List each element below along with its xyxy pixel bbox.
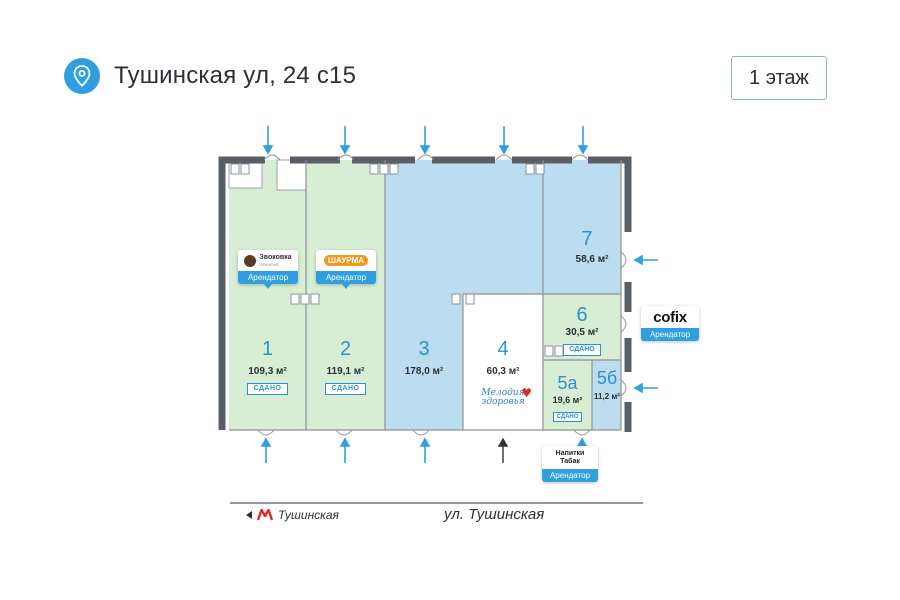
room-3[interactable]: 3 178,0 м²: [385, 338, 463, 377]
room-4-fill[interactable]: [463, 294, 543, 430]
floor-selector-button[interactable]: 1 этаж: [731, 56, 827, 100]
tenant-badge-zvonkovka[interactable]: Звоковка ПЕКАРНЯ Арендатор: [238, 250, 298, 284]
room-area: 58,6 м²: [575, 254, 609, 265]
tenant-logo-text: ШАУРМА: [323, 255, 369, 266]
room-4-logo: Мелодия здоровья ♥: [472, 386, 534, 407]
room-number: 7: [581, 228, 593, 250]
tenant-logo-text: Звоковка: [259, 253, 292, 261]
room-number: 5б: [596, 368, 618, 388]
status-badge: СДАНО: [247, 383, 288, 395]
room-area: 11,2 м²: [594, 392, 620, 401]
street-name: ул. Тушинская: [444, 506, 545, 523]
room-7[interactable]: 7 58,6 м²: [543, 228, 621, 265]
badge-pointer: [342, 284, 350, 289]
room-number: 1: [261, 338, 274, 360]
address-title: Тушинская ул, 24 с15: [114, 62, 357, 89]
status-badge: СДАНО: [563, 344, 601, 356]
tenant-tag: Арендатор: [238, 271, 298, 284]
tenant-badge-shaurma[interactable]: ШАУРМА Арендатор: [316, 250, 376, 284]
bakery-logo-icon: [244, 254, 257, 267]
tenant-logo-subtext: ПЕКАРНЯ: [259, 261, 279, 267]
location-pin-icon: [64, 58, 100, 94]
tenant-logo-text: cofix: [653, 308, 687, 326]
metro-direction: Тушинская: [246, 508, 339, 522]
room-1[interactable]: 1 109,3 м² СДАНО: [229, 338, 306, 395]
tenant-badge-drinks-tobacco[interactable]: Напитки Табак Арендатор: [542, 446, 598, 482]
room-area: 60,3 м²: [486, 366, 520, 377]
status-badge: СДАНО: [325, 383, 366, 395]
room-area: 178,0 м²: [404, 366, 444, 377]
room-area: 19,6 м²: [552, 395, 583, 405]
tenant-tag: Арендатор: [641, 328, 699, 341]
room-area: 109,3 м²: [248, 366, 287, 377]
status-badge: СДАНО: [552, 412, 583, 422]
tenant-tag: Арендатор: [316, 271, 376, 284]
room-number: 2: [339, 338, 352, 360]
badge-pointer: [636, 320, 641, 328]
room-number: 5а: [557, 373, 578, 393]
room-5b[interactable]: 5б 11,2 м²: [590, 368, 624, 401]
room-5b-fill[interactable]: [592, 360, 621, 430]
arrow-left-icon: [246, 511, 252, 519]
room-6[interactable]: 6 30,5 м² СДАНО: [543, 304, 621, 356]
room-number: 4: [497, 338, 509, 360]
tenant-logo-text: Напитки Табак: [555, 449, 585, 465]
metro-station-name: Тушинская: [278, 508, 339, 522]
metro-logo-icon: [257, 509, 273, 521]
room-5a[interactable]: 5а 19,6 м² СДАНО: [543, 373, 592, 423]
heart-icon: ♥: [521, 386, 532, 400]
room-number: 3: [418, 338, 430, 360]
badge-pointer: [264, 284, 272, 289]
room-area: 119,1 м²: [326, 366, 365, 377]
room-area: 30,5 м²: [565, 327, 599, 338]
room-number: 6: [576, 304, 588, 326]
logo-line-1: Мелодия: [481, 388, 525, 398]
room-2[interactable]: 2 119,1 м² СДАНО: [306, 338, 385, 395]
logo-line-2: здоровья: [481, 397, 525, 407]
tenant-tag: Арендатор: [542, 469, 598, 482]
tenant-badge-cofix[interactable]: cofix Арендатор: [641, 306, 699, 341]
room-4[interactable]: 4 60,3 м²: [463, 338, 543, 377]
room-7-fill[interactable]: [543, 160, 621, 294]
room-3-fill[interactable]: [385, 160, 543, 430]
